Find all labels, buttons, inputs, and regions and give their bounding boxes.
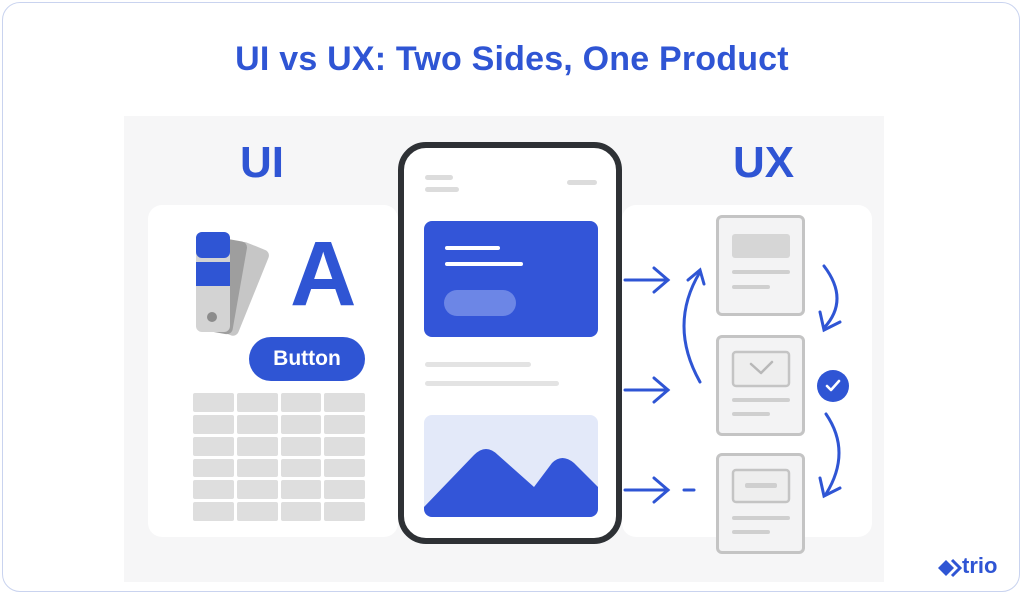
phone-status-bar <box>425 175 453 180</box>
hero-text-line <box>445 262 523 266</box>
arrow-head <box>818 476 842 499</box>
flow-arrow-icon <box>824 412 841 496</box>
checkmark-icon <box>817 370 849 402</box>
loop-arrow-icon <box>682 270 702 384</box>
card-line <box>732 398 790 402</box>
card-line <box>732 530 770 534</box>
phone-text-line <box>425 381 559 386</box>
arrow-head <box>652 376 671 404</box>
sample-button[interactable]: Button <box>249 337 365 381</box>
flow-card-icon <box>716 215 805 316</box>
phone-status-bar <box>567 180 597 185</box>
arrow-head <box>652 266 671 294</box>
phone-status-bar <box>425 187 459 192</box>
typography-icon: A <box>290 223 357 325</box>
ux-heading: UX <box>733 138 795 187</box>
grid-layout-icon <box>193 393 365 521</box>
card-line <box>732 412 770 416</box>
card-line <box>732 285 770 289</box>
phone-hero-card <box>424 221 598 337</box>
arrow-head <box>818 310 842 333</box>
card-block <box>732 234 790 258</box>
card-line <box>732 270 790 274</box>
image-placeholder-icon <box>424 415 598 517</box>
phone-text-line <box>425 362 531 367</box>
page-title: UI vs UX: Two Sides, One Product <box>235 40 789 78</box>
arrow-head <box>652 476 671 504</box>
mountain-icon <box>424 449 598 517</box>
brand-logo-text: trio <box>962 553 998 578</box>
hero-pill-button <box>444 290 516 316</box>
card-line <box>732 516 790 520</box>
arrow-head <box>686 267 706 286</box>
ui-heading: UI <box>240 138 284 187</box>
hero-text-line <box>445 246 500 250</box>
flow-arrow-icon <box>822 264 839 330</box>
